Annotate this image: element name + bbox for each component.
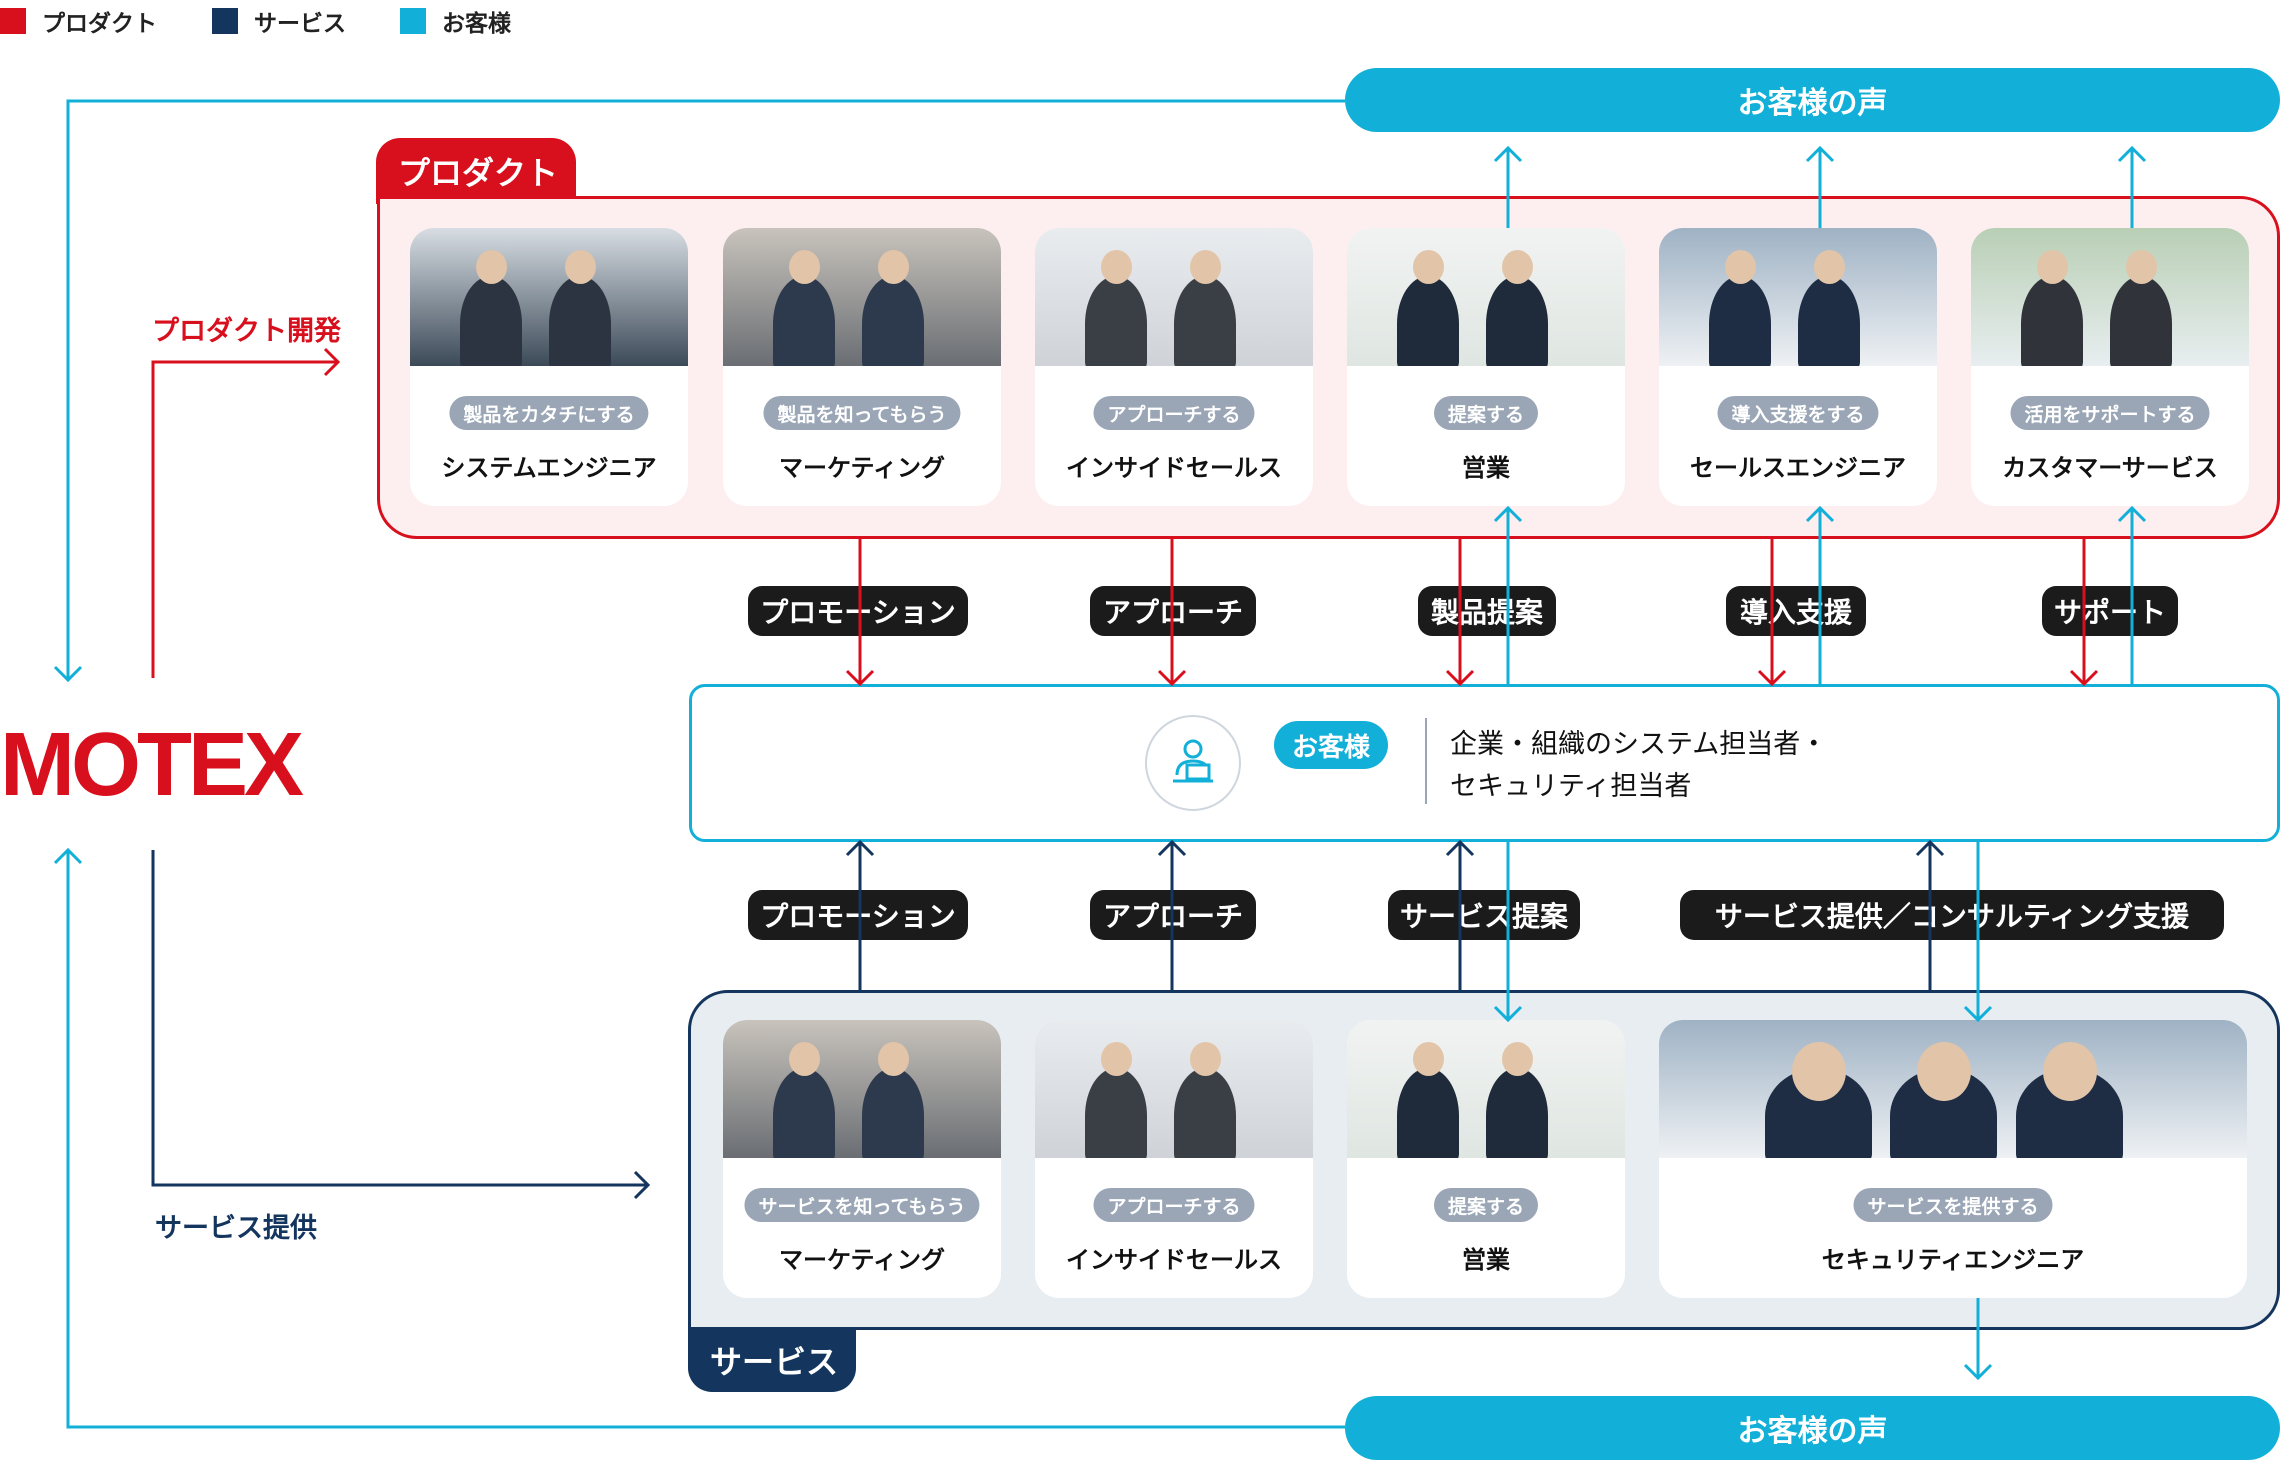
card-role-name: システムエンジニア: [441, 454, 657, 482]
service-provision-arrow: [151, 850, 648, 1187]
product-card: 活用をサポートするカスタマーサービス: [1971, 228, 2249, 506]
arrowhead: [2117, 145, 2147, 163]
arrowhead: [1963, 1363, 1993, 1381]
card-role-name: セキュリティエンジニア: [1821, 1246, 2085, 1274]
staff-photo: [1035, 228, 1313, 366]
card-action-pill: 提案する: [1433, 1188, 1539, 1222]
staff-photo: [723, 1020, 1001, 1158]
card-action-pill: 提案する: [1433, 396, 1539, 430]
card-role-name: マーケティング: [778, 1246, 946, 1274]
legend-swatch-red: [0, 8, 26, 34]
arrowhead: [1445, 839, 1475, 857]
service-card: サービスを提供するセキュリティエンジニア: [1659, 1020, 2247, 1298]
product-card: 提案する営業: [1347, 228, 1625, 506]
card-role-name: 営業: [1462, 454, 1510, 482]
customer-description-line1: 企業・組織のシステム担当者・: [1450, 729, 1828, 760]
product-edge-label: 導入支援: [1726, 586, 1866, 636]
service-card: 提案する営業: [1347, 1020, 1625, 1298]
service-provision-label: サービス提供: [155, 1213, 317, 1244]
arrowhead: [2069, 669, 2099, 687]
arrowhead: [1445, 669, 1475, 687]
product-edge-label: サポート: [2042, 586, 2178, 636]
service-card: サービスを知ってもらうマーケティング: [723, 1020, 1001, 1298]
legend-item-product: プロダクト: [0, 4, 157, 38]
product-development-arrow: [151, 360, 338, 678]
arrowhead: [1757, 669, 1787, 687]
arrowhead: [1915, 839, 1945, 857]
legend-label: お客様: [442, 11, 511, 37]
card-action-pill: 導入支援をする: [1717, 396, 1879, 430]
card-action-pill: 製品を知ってもらう: [763, 396, 961, 430]
product-group-tab: プロダクト: [376, 138, 576, 204]
staff-photo: [723, 228, 1001, 366]
motex-logo: MOTEX: [0, 715, 304, 815]
arrowhead: [53, 847, 83, 865]
service-edge-label: サービス提案: [1388, 890, 1580, 940]
staff-photo: [1035, 1020, 1313, 1158]
person-at-computer-icon: [1145, 715, 1241, 811]
card-role-name: 営業: [1462, 1246, 1510, 1274]
product-card: アプローチするインサイドセールス: [1035, 228, 1313, 506]
staff-photo: [1347, 228, 1625, 366]
arrowhead: [633, 1170, 651, 1200]
legend-label: サービス: [254, 11, 346, 37]
card-action-pill: アプローチする: [1093, 396, 1255, 430]
product-edge-label: 製品提案: [1418, 586, 1556, 636]
service-edge-label: サービス提供／コンサルティング支援: [1680, 890, 2224, 940]
product-development-label: プロダクト開発: [152, 316, 341, 347]
card-role-name: マーケティング: [778, 454, 946, 482]
service-card: アプローチするインサイドセールス: [1035, 1020, 1313, 1298]
customer-box: [689, 684, 2280, 842]
customer-divider: [1425, 718, 1427, 804]
arrowhead: [53, 665, 83, 683]
card-action-pill: アプローチする: [1093, 1188, 1255, 1222]
staff-photo: [1659, 228, 1937, 366]
card-action-pill: サービスを知ってもらう: [744, 1188, 980, 1222]
arrowhead: [1493, 1005, 1523, 1023]
customer-voice-loop-top: [66, 99, 1345, 680]
customer-voice-loop-bottom: [66, 850, 1345, 1429]
customer-voice-bar-top: お客様の声: [1345, 68, 2280, 132]
customer-voice-bar-bottom: お客様の声: [1345, 1396, 2280, 1460]
card-role-name: インサイドセールス: [1066, 1246, 1282, 1274]
card-role-name: セールスエンジニア: [1690, 454, 1906, 482]
arrowhead: [323, 347, 341, 377]
staff-photo: [1347, 1020, 1625, 1158]
product-group-box: [377, 196, 2280, 539]
service-edge-label: プロモーション: [748, 890, 968, 940]
arrowhead: [1963, 1005, 1993, 1023]
arrowhead: [1157, 839, 1187, 857]
staff-photo: [1659, 1020, 2247, 1158]
customer-badge: お客様: [1274, 721, 1389, 769]
legend-swatch-cyan: [400, 8, 426, 34]
staff-photo: [410, 228, 688, 366]
card-role-name: インサイドセールス: [1066, 454, 1282, 482]
service-group-tab: サービス: [688, 1328, 856, 1392]
staff-photo: [1971, 228, 2249, 366]
arrowhead: [2117, 505, 2147, 523]
product-card: 製品を知ってもらうマーケティング: [723, 228, 1001, 506]
arrowhead: [1493, 145, 1523, 163]
legend-label: プロダクト: [42, 11, 157, 37]
product-edge-label: プロモーション: [748, 586, 968, 636]
arrowhead: [845, 669, 875, 687]
card-action-pill: 製品をカタチにする: [449, 396, 649, 430]
card-role-name: カスタマーサービス: [2002, 454, 2218, 482]
customer-description-line2: セキュリティ担当者: [1450, 771, 1692, 802]
card-action-pill: 活用をサポートする: [2010, 396, 2210, 430]
legend-item-service: サービス: [212, 4, 346, 38]
legend-item-customer: お客様: [400, 4, 511, 38]
arrowhead: [845, 839, 875, 857]
legend-swatch-navy: [212, 8, 238, 34]
arrowhead: [1157, 669, 1187, 687]
product-card: 製品をカタチにするシステムエンジニア: [410, 228, 688, 506]
arrowhead: [1493, 505, 1523, 523]
arrowhead: [1805, 505, 1835, 523]
product-card: 導入支援をするセールスエンジニア: [1659, 228, 1937, 506]
card-action-pill: サービスを提供する: [1853, 1188, 2053, 1222]
arrowhead: [1805, 145, 1835, 163]
